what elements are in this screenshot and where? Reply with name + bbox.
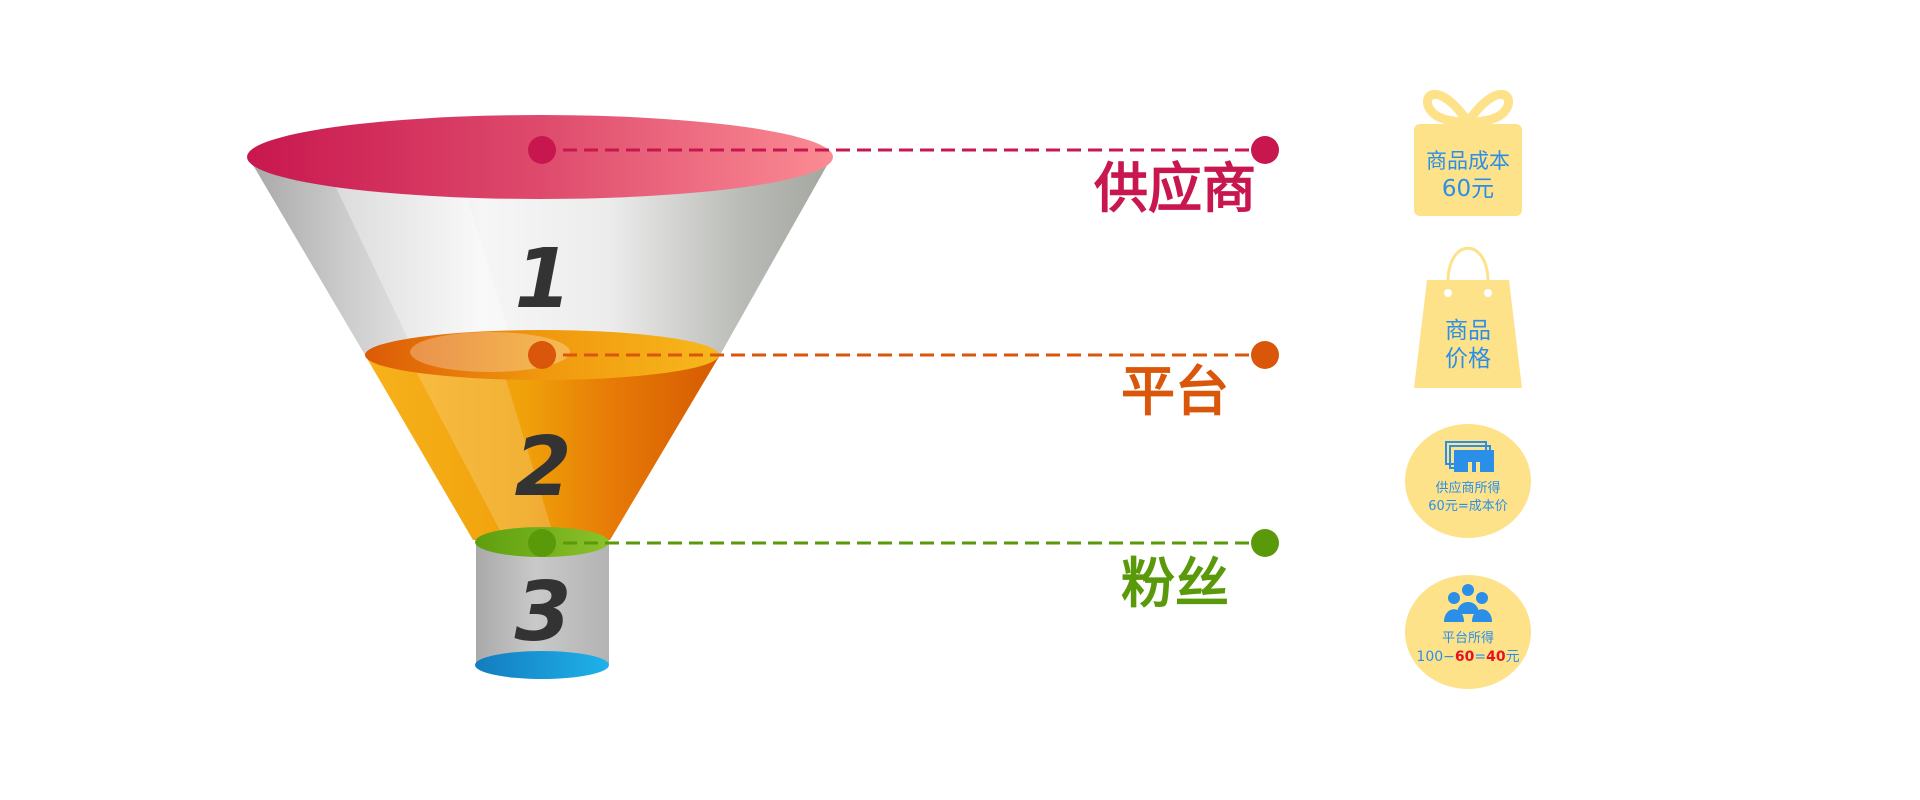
connector-dot-start — [528, 341, 556, 369]
supplier-income-badge: 供应商所得 60元=成本价 — [1405, 424, 1531, 538]
connector-dot-start — [528, 136, 556, 164]
label-supplier: 供应商 — [1094, 157, 1256, 220]
people-icon — [1444, 584, 1492, 622]
funnel-section-2 — [365, 355, 720, 540]
formula-b: 60 — [1455, 649, 1475, 665]
supplier-income-line-1: 供应商所得 — [1435, 480, 1500, 496]
connector-dot-end — [1251, 341, 1279, 369]
platform-income-badge: 平台所得 100−60=40元 — [1405, 575, 1531, 689]
funnel-number-1: 1 — [514, 232, 571, 327]
platform-income-formula: 100−60=40元 — [1416, 649, 1519, 665]
connector-platform — [528, 341, 1279, 369]
funnel-bottom-cap — [475, 651, 609, 679]
funnel-number-3: 3 — [514, 565, 571, 660]
funnel-section-2-highlight — [410, 360, 555, 540]
storefront-icon — [1445, 441, 1494, 472]
formula-op: − — [1443, 649, 1455, 665]
gift-line-2: 60元 — [1442, 176, 1494, 202]
platform-income-line-1: 平台所得 — [1442, 630, 1494, 646]
gift-line-1: 商品成本 — [1426, 149, 1510, 173]
funnel: 1 2 3 — [247, 115, 833, 679]
gift-icon: 商品成本 60元 — [1414, 89, 1522, 216]
formula-a: 100 — [1416, 649, 1443, 665]
funnel-number-2: 2 — [514, 420, 571, 515]
connector-fans — [528, 529, 1279, 557]
bag-line-2: 价格 — [1445, 346, 1491, 372]
formula-eq: = — [1474, 649, 1486, 665]
supplier-income-line-2: 60元=成本价 — [1428, 499, 1507, 514]
label-fans: 粉丝 — [1121, 552, 1229, 615]
connector-dot-start — [528, 529, 556, 557]
connector-dot-end — [1251, 529, 1279, 557]
formula-unit: 元 — [1506, 649, 1520, 665]
label-platform: 平台 — [1121, 360, 1229, 423]
connector-dot-end — [1251, 136, 1279, 164]
funnel-section-3 — [476, 542, 609, 665]
shopping-bag-icon: 商品 价格 — [1414, 246, 1522, 388]
formula-c: 40 — [1486, 649, 1506, 665]
connector-supplier — [528, 136, 1279, 164]
bag-line-1: 商品 — [1445, 318, 1491, 344]
funnel-section-1 — [250, 160, 830, 355]
